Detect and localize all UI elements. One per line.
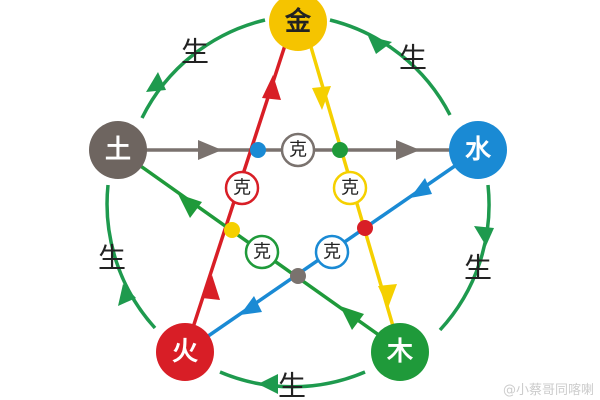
watermark: @小蔡哥同喀喇 [502, 383, 594, 398]
svg-text:土: 土 [105, 135, 131, 165]
sheng-label: 生 [98, 242, 126, 275]
arrow-icon [146, 72, 166, 92]
arrow-icon [474, 226, 494, 246]
intersection-dot [290, 268, 306, 284]
ke-badge-yellow: 克 [332, 170, 368, 206]
svg-text:克: 克 [289, 140, 307, 161]
arrow-icon [312, 86, 331, 110]
node-water: 水 [449, 121, 507, 179]
arc-earth-metal [140, 18, 266, 119]
intersection-dot [357, 220, 373, 236]
sheng-label: 生 [278, 370, 306, 400]
arrow-icon [202, 275, 220, 300]
intersection-dot [250, 142, 266, 158]
node-metal: 金 [269, 0, 327, 51]
arrow-icon [262, 75, 281, 100]
arrow-icon [396, 140, 420, 160]
svg-text:克: 克 [341, 178, 359, 199]
svg-text:克: 克 [323, 242, 341, 263]
arrow-icon [378, 284, 397, 308]
ke-badge-green: 克 [244, 234, 280, 270]
arrow-icon [198, 140, 222, 160]
arc-metal-water [329, 18, 452, 116]
sheng-label: 生 [181, 36, 209, 69]
generating-arrowheads [118, 36, 494, 394]
ke-badge-red: 克 [224, 170, 260, 206]
arrow-icon [178, 194, 202, 218]
arrow-icon [258, 374, 278, 394]
sheng-label: 生 [464, 252, 492, 285]
ke-badge-blue: 克 [314, 234, 350, 270]
arrow-icon [368, 36, 392, 54]
arrow-icon [340, 306, 364, 330]
node-wood: 木 [371, 323, 429, 381]
arc-water-wood [438, 184, 491, 332]
svg-text:火: 火 [172, 337, 198, 367]
svg-text:水: 水 [465, 135, 492, 165]
svg-text:克: 克 [233, 178, 251, 199]
arrow-icon [410, 178, 432, 198]
arc-wood-fire [219, 370, 366, 389]
sheng-label: 生 [399, 42, 427, 75]
svg-text:木: 木 [386, 337, 413, 367]
intersection-dot [332, 142, 348, 158]
overcoming-arrowheads [178, 75, 432, 330]
arc-fire-earth [105, 184, 157, 330]
node-earth: 土 [89, 121, 147, 179]
node-fire: 火 [156, 323, 214, 381]
ke-badge-gray: 克 [280, 132, 316, 168]
intersection-dot [224, 222, 240, 238]
svg-text:克: 克 [253, 242, 271, 263]
generating-cycle [105, 18, 491, 389]
arrow-icon [240, 296, 262, 315]
svg-text:金: 金 [284, 6, 312, 37]
arrow-icon [118, 284, 136, 306]
